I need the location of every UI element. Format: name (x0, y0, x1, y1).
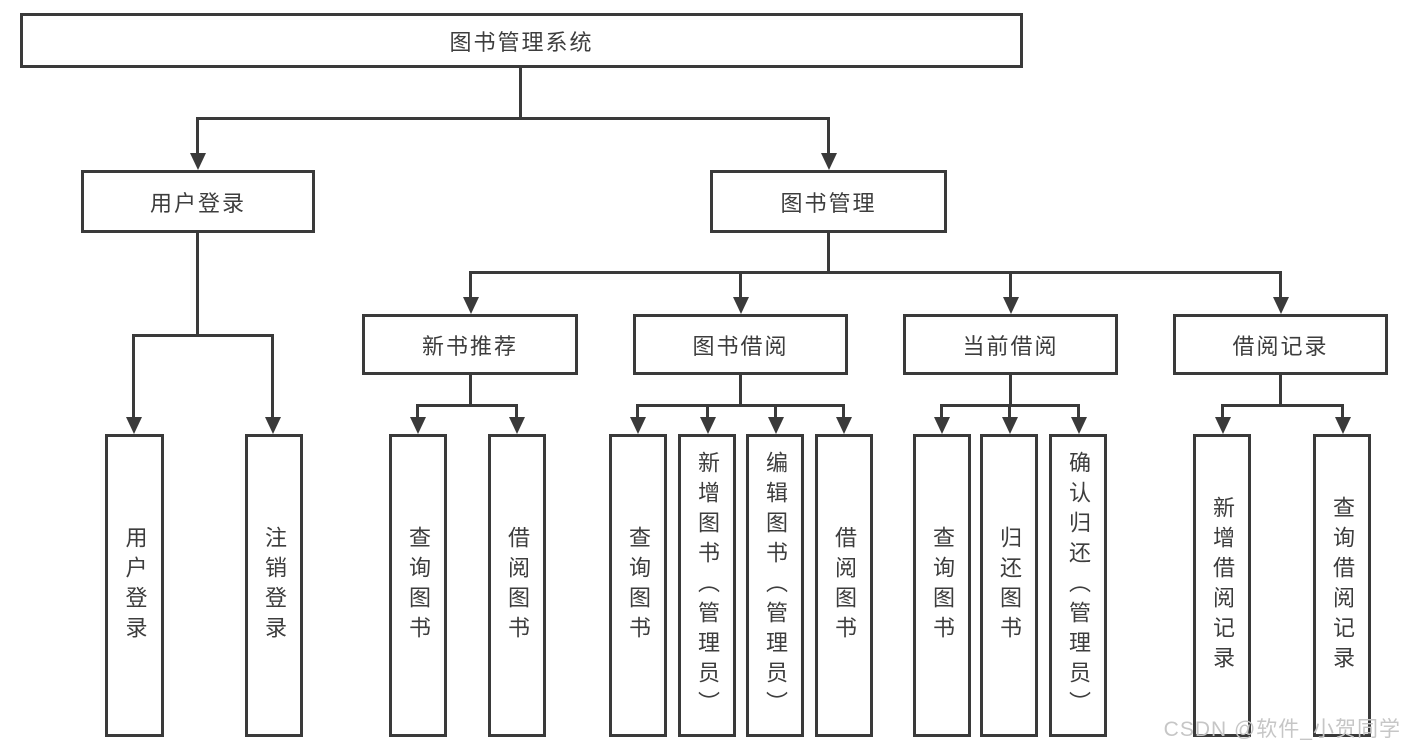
connector-line (1008, 404, 1011, 418)
arrow-down-icon (410, 417, 426, 434)
leaf-current-query-books-label: 查询图书 (930, 525, 955, 646)
connector-line (469, 271, 472, 298)
connector-line (774, 404, 777, 418)
node-borrowing-records: 借阅记录 (1173, 314, 1388, 375)
arrow-down-icon (630, 417, 646, 434)
arrow-down-icon (934, 417, 950, 434)
connector-line (739, 375, 742, 406)
connector-line (827, 117, 830, 154)
leaf-user-login: 用户登录 (105, 434, 164, 737)
leaf-borrowing-add-books: 新增图书（管理员） (678, 434, 736, 737)
leaf-borrowing-edit-books-label: 编辑图书（管理员） (763, 450, 788, 721)
arrow-down-icon (836, 417, 852, 434)
connector-line (842, 404, 845, 418)
arrow-down-icon (1002, 417, 1018, 434)
connector-line (1077, 404, 1080, 418)
arrow-down-icon (463, 297, 479, 314)
connector-line (519, 68, 522, 118)
node-root: 图书管理系统 (20, 13, 1023, 68)
leaf-borrowing-add-books-label: 新增图书（管理员） (695, 450, 720, 721)
connector-line (1221, 404, 1224, 418)
connector-line (636, 404, 639, 418)
connector-line (1279, 271, 1282, 298)
connector-line (940, 404, 943, 418)
leaf-current-confirm-return: 确认归还（管理员） (1049, 434, 1107, 737)
leaf-records-add-record-label: 新增借阅记录 (1210, 495, 1235, 676)
arrow-down-icon (1335, 417, 1351, 434)
arrow-down-icon (1273, 297, 1289, 314)
node-user-login: 用户登录 (81, 170, 315, 233)
arrow-down-icon (821, 153, 837, 170)
leaf-borrowing-query-books: 查询图书 (609, 434, 667, 737)
arrow-down-icon (190, 153, 206, 170)
connector-line (706, 404, 709, 418)
arrow-down-icon (1215, 417, 1231, 434)
connector-line (1009, 375, 1012, 406)
connector-line (515, 404, 518, 418)
leaf-current-return-books: 归还图书 (980, 434, 1038, 737)
node-book-management-label: 图书管理 (780, 190, 877, 216)
node-book-borrowing: 图书借阅 (633, 314, 848, 375)
leaf-logout: 注销登录 (245, 434, 303, 737)
node-current-borrowing: 当前借阅 (903, 314, 1118, 375)
connector-line (1221, 404, 1343, 407)
leaf-borrowing-borrow-books-label: 借阅图书 (832, 525, 857, 646)
leaf-recommend-borrow-books-label: 借阅图书 (505, 525, 530, 646)
connector-line (1279, 375, 1282, 406)
node-book-management: 图书管理 (710, 170, 947, 233)
connector-line (827, 233, 830, 272)
node-new-book-recommend-label: 新书推荐 (421, 333, 518, 359)
node-user-login-label: 用户登录 (149, 190, 246, 216)
leaf-records-query-record-label: 查询借阅记录 (1330, 495, 1355, 676)
csdn-watermark: CSDN @软件_小贺同学 (1163, 718, 1401, 741)
connector-line (271, 334, 274, 418)
connector-line (196, 117, 830, 120)
connector-line (739, 271, 742, 298)
leaf-recommend-query-books: 查询图书 (389, 434, 447, 737)
connector-line (636, 404, 844, 407)
connector-line (132, 334, 274, 337)
connector-line (416, 404, 518, 407)
node-root-label: 图书管理系统 (449, 29, 594, 55)
leaf-logout-label: 注销登录 (262, 525, 287, 646)
leaf-records-query-record: 查询借阅记录 (1313, 434, 1371, 737)
leaf-borrowing-edit-books: 编辑图书（管理员） (746, 434, 804, 737)
connector-line (1341, 404, 1344, 418)
node-book-borrowing-label: 图书借阅 (692, 333, 789, 359)
arrow-down-icon (509, 417, 525, 434)
arrow-down-icon (700, 417, 716, 434)
leaf-borrowing-query-books-label: 查询图书 (626, 525, 651, 646)
arrow-down-icon (265, 417, 281, 434)
connector-line (416, 404, 419, 418)
connector-line (1009, 271, 1012, 298)
arrow-down-icon (126, 417, 142, 434)
leaf-borrowing-borrow-books: 借阅图书 (815, 434, 873, 737)
leaf-current-query-books: 查询图书 (913, 434, 971, 737)
connector-line (469, 375, 472, 406)
leaf-current-confirm-return-label: 确认归还（管理员） (1066, 450, 1091, 721)
connector-line (132, 334, 135, 418)
node-new-book-recommend: 新书推荐 (362, 314, 578, 375)
connector-line (196, 117, 199, 154)
leaf-recommend-borrow-books: 借阅图书 (488, 434, 546, 737)
leaf-records-add-record: 新增借阅记录 (1193, 434, 1251, 737)
leaf-recommend-query-books-label: 查询图书 (406, 525, 431, 646)
arrow-down-icon (1071, 417, 1087, 434)
node-current-borrowing-label: 当前借阅 (962, 333, 1059, 359)
connector-line (196, 233, 199, 335)
arrow-down-icon (768, 417, 784, 434)
leaf-user-login-label: 用户登录 (122, 525, 148, 646)
arrow-down-icon (733, 297, 749, 314)
leaf-current-return-books-label: 归还图书 (997, 525, 1022, 646)
arrow-down-icon (1003, 297, 1019, 314)
connector-line (469, 271, 1282, 274)
node-borrowing-records-label: 借阅记录 (1232, 333, 1329, 359)
